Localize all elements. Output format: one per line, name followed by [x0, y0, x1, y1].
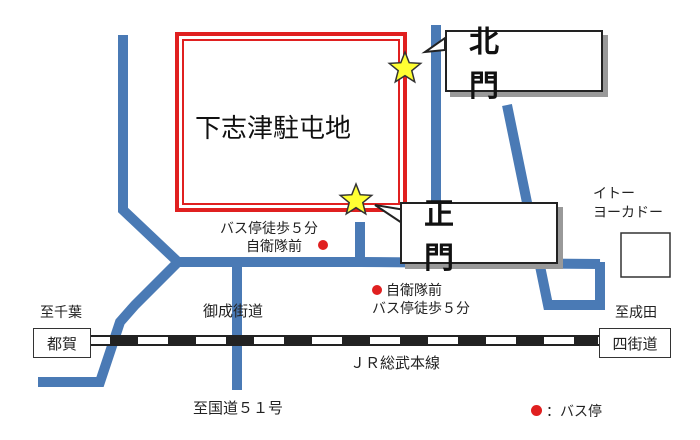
base-area [175, 32, 407, 212]
station-right: 四街道 [599, 328, 671, 358]
bus-stop-north-name: 自衛隊前 [246, 239, 302, 255]
ito-yokado-building [620, 232, 671, 278]
to-chiba-label: 至千葉 [40, 305, 82, 321]
railway-label: ＪＲ総武本線 [350, 354, 441, 372]
road-left-vertical [118, 35, 182, 266]
star-icon [387, 49, 423, 84]
station-left: 都賀 [33, 328, 91, 358]
bus-stop-dot-icon [372, 285, 382, 295]
base-name: 下志津駐屯地 [195, 114, 352, 144]
bus-stop-south-name: 自衛隊前 [386, 283, 442, 299]
north-gate-label: 北 門 [445, 25, 603, 104]
ito-yokado-label-2: ヨーカドー [593, 205, 663, 221]
bus-walk-south: バス停徒歩５分 [372, 301, 470, 317]
legend-label: ：バス停 [546, 404, 602, 420]
street-label: 御成街道 [203, 302, 264, 320]
main-gate-label: 正 門 [400, 197, 558, 276]
bus-stop-dot-icon [318, 240, 328, 250]
route51-label: 至国道５１号 [193, 399, 284, 417]
star-icon [338, 181, 374, 216]
bus-stop-dot-icon [531, 405, 542, 416]
road-left-diagonal [38, 258, 182, 387]
ito-yokado-label-1: イトー [593, 186, 635, 202]
bus-walk-north: バス停徒歩５分 [220, 221, 318, 237]
to-narita-label: 至成田 [615, 305, 657, 321]
railway [89, 335, 601, 346]
